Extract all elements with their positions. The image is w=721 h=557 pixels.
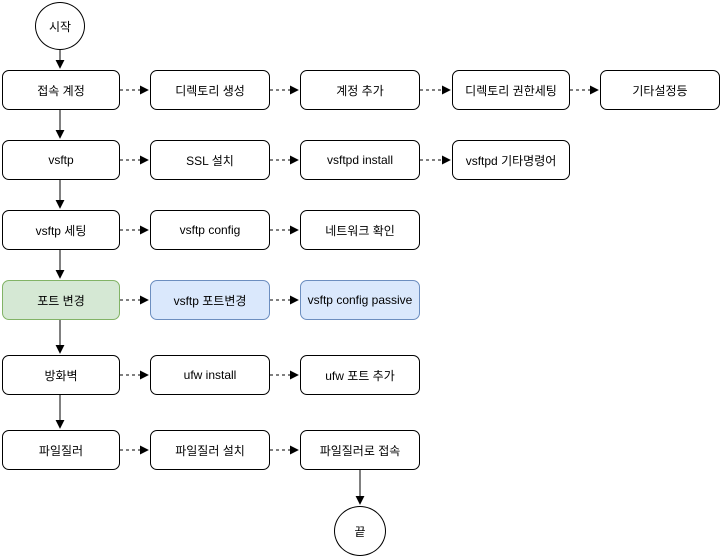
vertical-flow-arrows <box>55 50 365 505</box>
node-vsftp-config-passive: vsftp config passive <box>300 280 420 320</box>
node-ssl-install: SSL 설치 <box>150 140 270 180</box>
node-directory-create: 디렉토리 생성 <box>150 70 270 110</box>
end-node: 끝 <box>334 506 386 556</box>
node-vsftp-config: vsftp config <box>150 210 270 250</box>
node-other-settings: 기타설정등 <box>600 70 720 110</box>
node-account-add: 계정 추가 <box>300 70 420 110</box>
horizontal-flow-arrows <box>120 85 599 455</box>
node-directory-permission: 디렉토리 권한세팅 <box>452 70 570 110</box>
node-access-account: 접속 계정 <box>2 70 120 110</box>
node-vsftp: vsftp <box>2 140 120 180</box>
node-filezilla-connect: 파일질러로 접속 <box>300 430 420 470</box>
node-port-change: 포트 변경 <box>2 280 120 320</box>
node-filezilla: 파일질러 <box>2 430 120 470</box>
node-network-check: 네트워크 확인 <box>300 210 420 250</box>
node-filezilla-install: 파일질러 설치 <box>150 430 270 470</box>
start-node: 시작 <box>35 2 85 50</box>
node-vsftp-port-change: vsftp 포트변경 <box>150 280 270 320</box>
node-ufw-port-add: ufw 포트 추가 <box>300 355 420 395</box>
node-vsftpd-install: vsftpd install <box>300 140 420 180</box>
node-vsftp-setting: vsftp 세팅 <box>2 210 120 250</box>
node-firewall: 방화벽 <box>2 355 120 395</box>
node-vsftpd-other-commands: vsftpd 기타명령어 <box>452 140 570 180</box>
node-ufw-install: ufw install <box>150 355 270 395</box>
